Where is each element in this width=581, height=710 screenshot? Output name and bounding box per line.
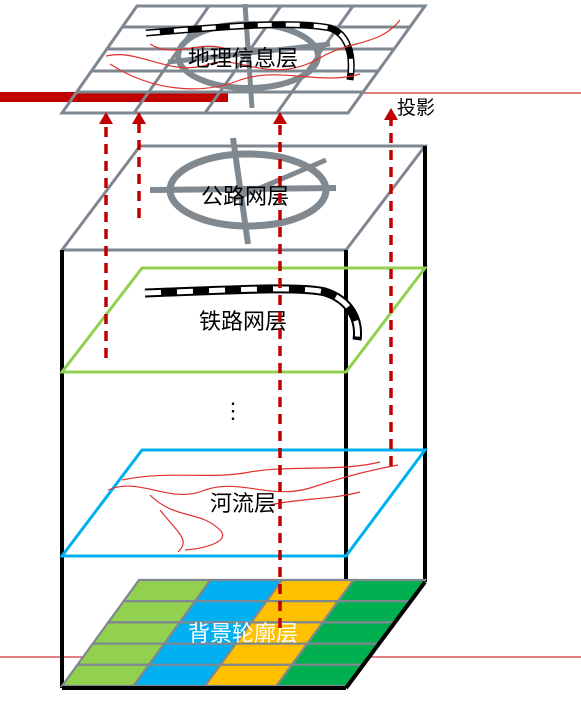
arrowhead-road (132, 112, 146, 124)
rail-layer-label: 铁路网层 (199, 310, 287, 335)
river-layer-label: 河流层 (210, 492, 276, 517)
road-network-layer (149, 137, 337, 245)
geo-info-layer (59, 3, 428, 115)
arrowhead-background (273, 112, 287, 124)
arrowhead-river (384, 108, 398, 120)
accent-bar-top (0, 92, 228, 102)
railway-layer (58, 266, 429, 374)
river-layer (58, 448, 428, 558)
road-layer-label: 公路网层 (201, 185, 289, 210)
projection-arrows (104, 118, 393, 628)
arrowhead-rail (99, 112, 113, 124)
geo-layer-label: 地理信息层 (188, 47, 298, 72)
background-layer (59, 578, 428, 688)
ellipsis-label: ⋮ (222, 399, 244, 424)
projection-label: 投影 (397, 97, 435, 119)
